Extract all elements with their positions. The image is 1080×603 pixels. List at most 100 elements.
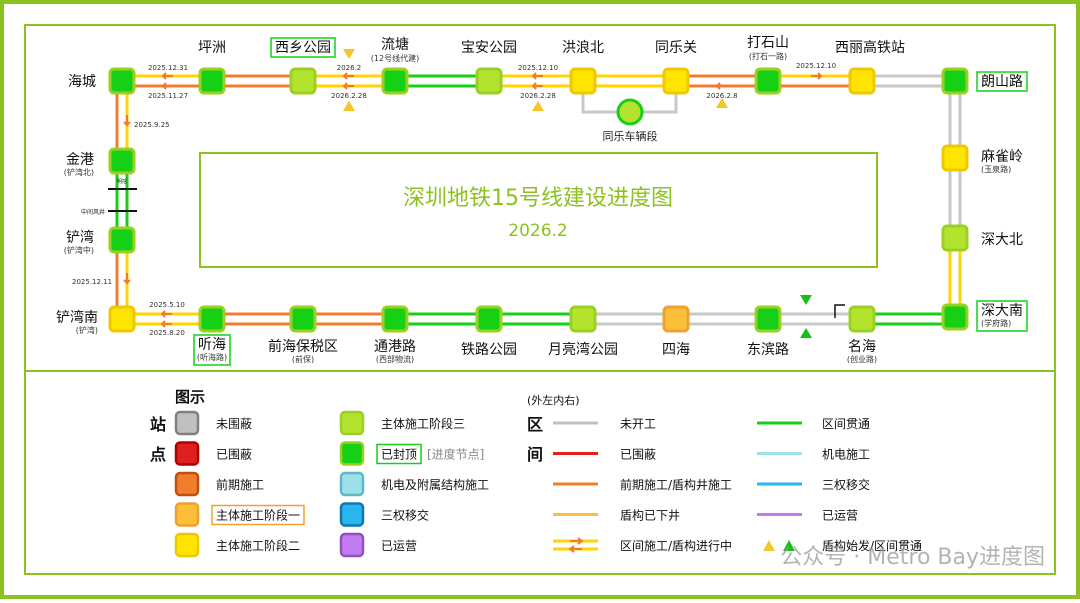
inner-frame [24,24,1056,575]
station-marker [289,305,317,333]
date-label: 2025.9.25 [134,121,170,129]
direction-arrow [161,72,173,80]
date-label: 2025.12.31 [148,64,188,72]
station-alias: (西部物流) [376,354,414,364]
station-marker [289,67,317,95]
legend-label: 未开工 [620,417,656,431]
legend-label: 三权移交 [822,477,870,492]
station-alias: (前保) [292,354,314,364]
legend-highlight-box [376,443,422,465]
station-name: 麻雀岭 [981,149,1023,165]
legend-label: 机电及附属结构施工 [381,477,489,492]
legend-item-capped: 已封顶[进度节点] [339,441,484,466]
station-marker [381,305,409,333]
legend-arrow [568,545,582,553]
direction-arrow [342,82,354,90]
station-tonggang: 通港路(西部物流) [374,305,416,364]
legend-swatch [339,502,365,527]
legend-item-stage3: 主体施工阶段三 [339,410,465,436]
direction-arrow [123,115,131,127]
legend-label: 盾构始发/区间贯通 [822,538,922,553]
station-name: 海城 [68,74,96,90]
station-yueliangwan: 月亮湾公园 [548,305,618,358]
legend-swatch [174,502,200,527]
direction-arrow [811,72,823,80]
station-name: 听海 [198,337,226,353]
date-label: 2025.8.20 [149,329,185,337]
legend-item-stage2: 主体施工阶段二 [174,532,300,558]
station-marker [941,303,969,331]
legend-swatch [174,532,200,558]
legend-item-tri: 三权移交 [339,502,429,527]
legend-interval-enclosed: 已围蔽 [553,448,656,462]
shaft-marker [834,304,845,318]
legend-label: 主体施工阶段一 [216,508,300,523]
legend-label: 已运营 [381,539,417,553]
breakthrough-marker [800,295,812,305]
station-highlight-box [270,37,336,58]
station-alias: (12号线代建) [371,53,419,63]
station-name: 坪洲 [198,40,226,56]
station-minghai: 名海(创业路) [847,305,877,364]
legend-note: [进度节点] [427,447,484,462]
legend-triangle [763,540,775,551]
station-shendanan: 深大南(学府路) [941,300,1028,332]
legend-interval-right-4: 盾构始发/区间贯通 [763,538,922,553]
station-chanwan: 铲湾(铲湾中) [64,226,136,255]
station-name: 东滨路 [747,342,789,358]
legend-item-enclosed: 已围蔽 [174,441,252,466]
station-marker [108,226,136,254]
breakthrough-marker [800,328,812,338]
legend-label: 前期施工/盾构井施工 [620,477,732,492]
station-layer: 海城坪洲西乡公园流塘(12号线代建)宝安公园洪浪北同乐关打石山(打石一路)西丽高… [56,34,1028,366]
direction-arrow [160,310,172,318]
direction-arrow [531,82,543,90]
station-marker [941,67,969,95]
station-name: 西丽高铁站 [835,39,905,56]
legend-label: 已运营 [822,509,858,523]
station-marker [662,67,690,95]
legend-interval-prelim: 前期施工/盾构井施工 [553,477,732,492]
station-marker [569,305,597,333]
date-label: 2025.11.27 [148,92,188,100]
station-marker [381,67,409,95]
station-name: 打石山 [747,34,789,51]
station-marker [198,305,226,333]
station-sihai: 四海 [662,305,690,358]
station-alias: (打石一路) [749,51,787,61]
legend-label: 机电施工 [822,448,870,462]
station-marker [198,67,226,95]
station-tielu: 铁路公园 [461,305,517,358]
legend-triangle [783,540,795,551]
legend-label: 区间施工/盾构进行中 [620,538,732,553]
station-langshan: 朗山路 [941,67,1028,95]
legend-label: 未围蔽 [216,417,252,431]
legend-station-label: 站 [150,415,166,434]
legend-interval-not_enclosed: 未开工 [553,417,656,431]
station-alias: (铲湾中) [64,245,94,255]
station-alias: (听海路) [197,352,227,362]
direction-arrow [531,72,543,80]
station-marker [475,305,503,333]
direction-arrow [342,72,354,80]
station-name: 深大北 [981,232,1023,248]
station-tongleguan: 同乐关 [655,40,697,95]
station-name: 宝安公园 [461,40,517,56]
station-name: 四海 [662,342,690,358]
title-box [199,152,878,268]
station-alias: (铲湾) [76,325,98,335]
tbm-start-marker [343,49,355,59]
legend-label: 区间贯通 [822,417,870,431]
station-highlight-box [193,334,231,366]
station-name: 流塘 [381,37,409,53]
legend-interval-header: (外左内右) [527,393,580,407]
legend-interval-right-0: 区间贯通 [757,417,870,431]
station-pingzhou: 坪洲 [198,40,226,95]
station-name: 西乡公园 [275,40,331,56]
annotation-layer: 2025.12.31 2025.11.27 2026.2 2026.2.28 2… [72,49,845,338]
legend-item-stage1: 主体施工阶段一 [174,502,305,527]
station-name: 同乐关 [655,40,697,56]
legend-swatch [174,410,200,436]
